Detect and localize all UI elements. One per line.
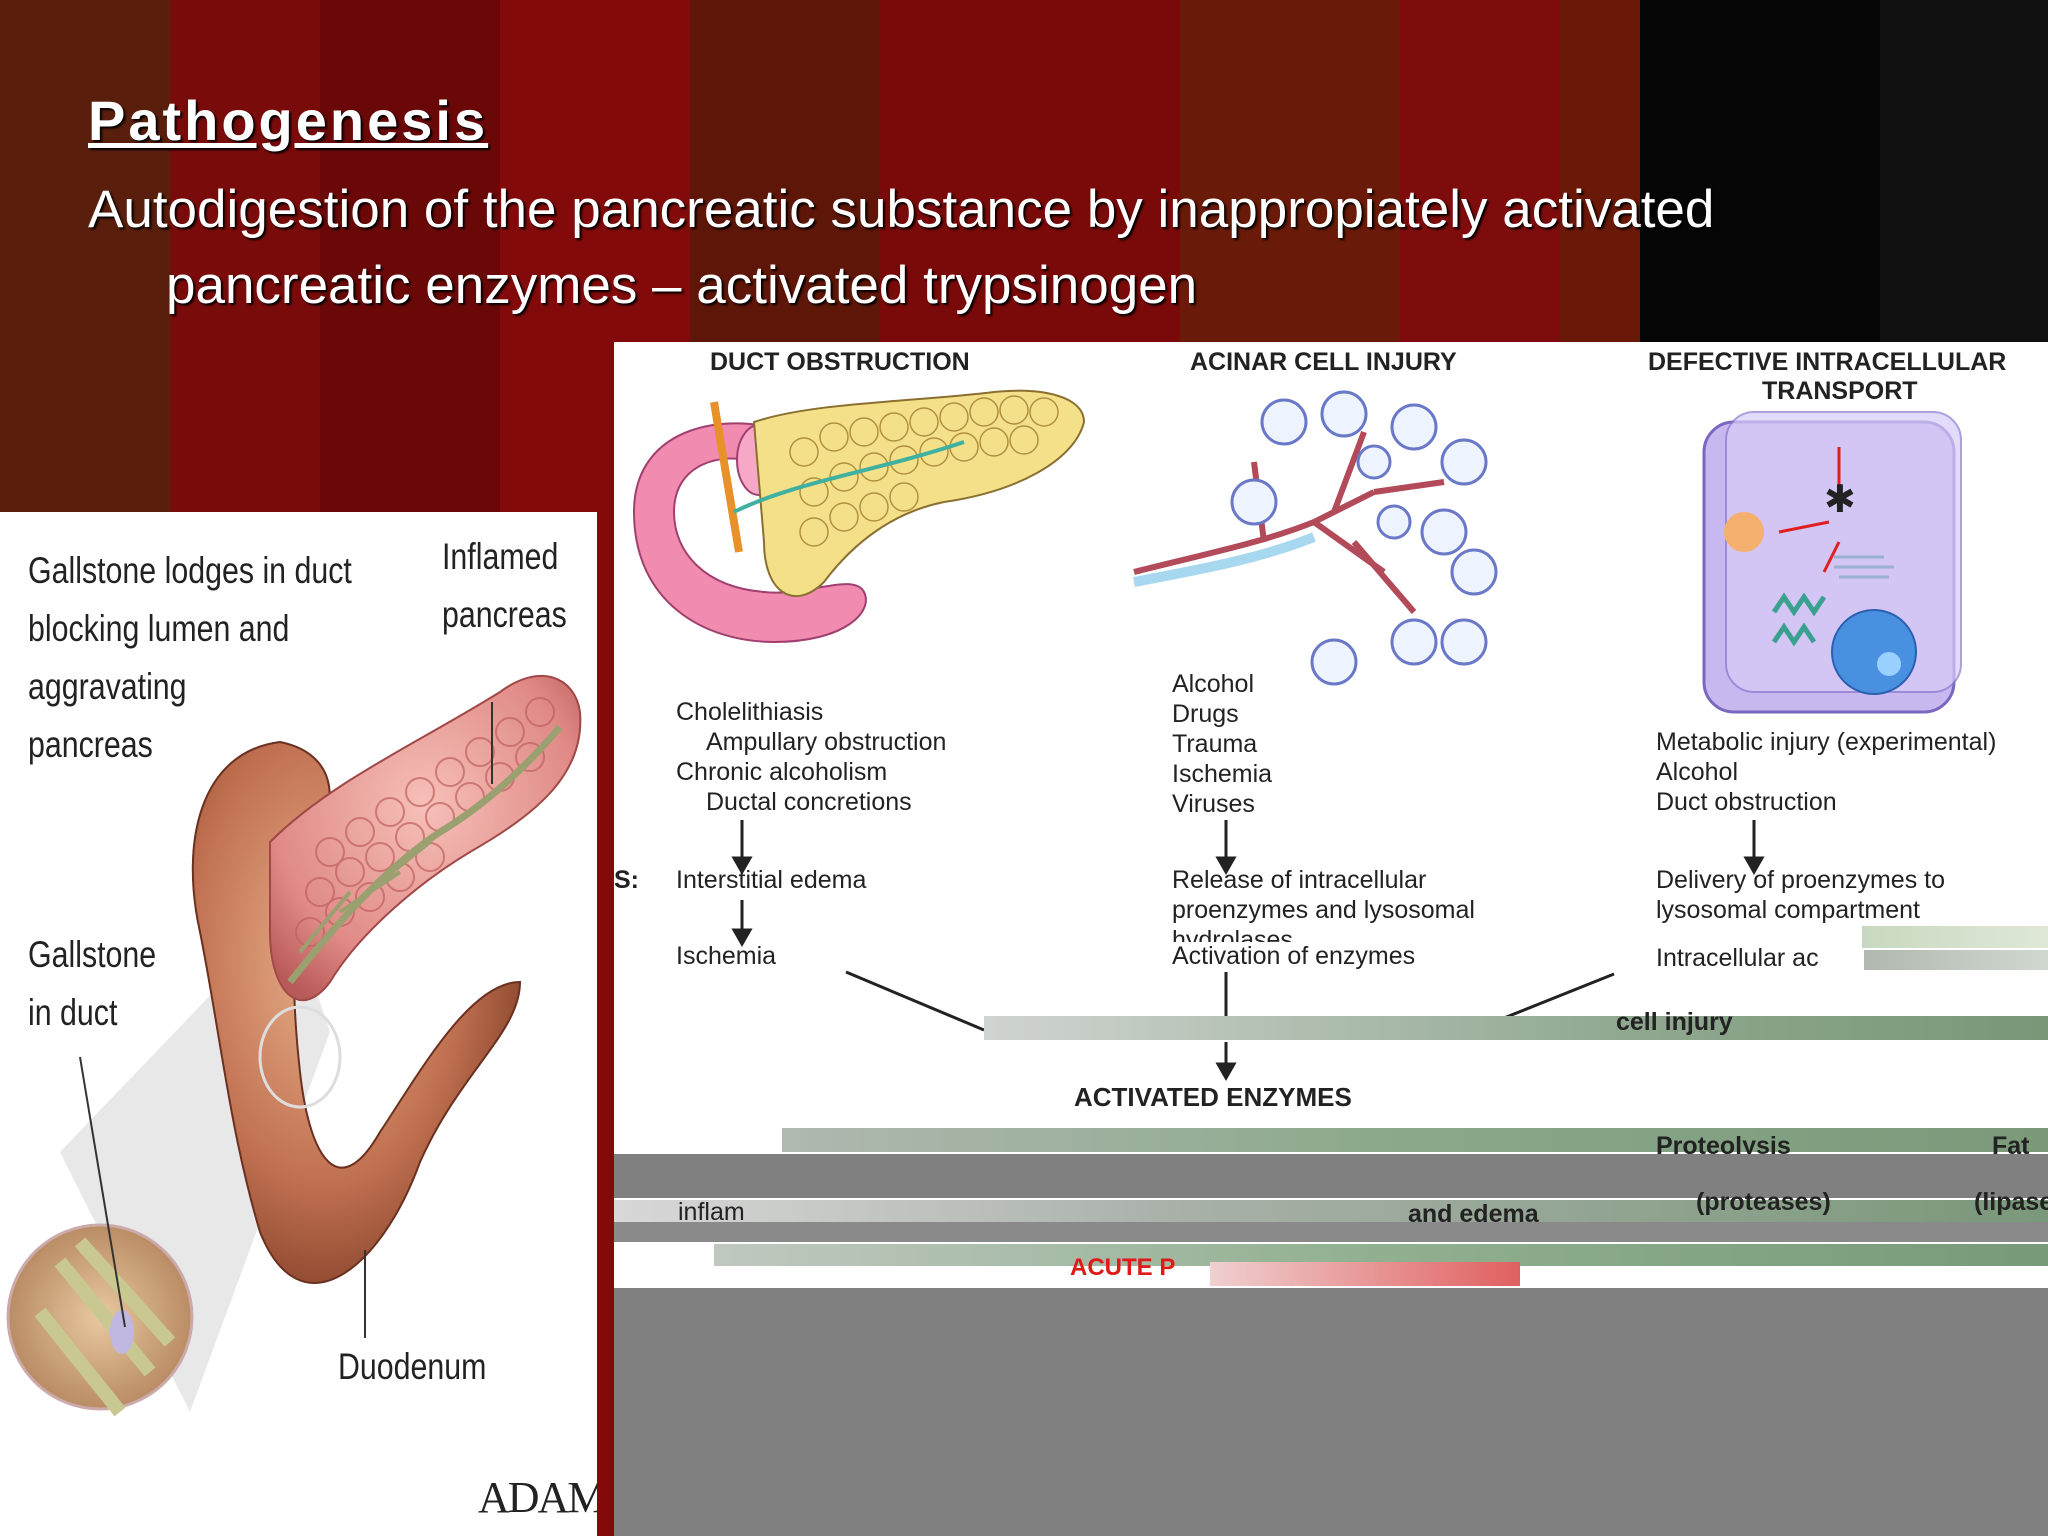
duct-step-ischemia: Ischemia bbox=[676, 942, 777, 970]
acinar-step-activation: Activation of enzymes bbox=[1172, 942, 1416, 971]
inflam-fragment: inflam bbox=[678, 1198, 745, 1226]
side-fragment: S: bbox=[614, 866, 639, 894]
glitch-band bbox=[614, 1222, 2048, 1242]
acinar-step-release-1: Release of intracellular bbox=[1172, 866, 1427, 894]
slide-body-text: Autodigestion of the pancreatic substanc… bbox=[88, 180, 1715, 315]
duct-step-edema: Interstitial edema bbox=[676, 866, 867, 894]
cell-injury-fragment: cell injury bbox=[1616, 1008, 1733, 1036]
glitch-band bbox=[1864, 950, 2048, 970]
label-gallstone-lodges: Gallstone lodges in duct blocking lumen … bbox=[28, 550, 352, 765]
acinar-cause-2: Drugs bbox=[1172, 700, 1239, 728]
glitch-band bbox=[782, 1128, 2048, 1152]
glitch-band bbox=[714, 1244, 2048, 1266]
glitch-band bbox=[1862, 926, 2048, 948]
transport-cause-1: Metabolic injury (experimental) bbox=[1656, 728, 1997, 756]
label-duodenum: Duodenum bbox=[338, 1346, 487, 1387]
label-inflamed-pancreas: Inflamed pancreas bbox=[442, 536, 567, 635]
transport-step-activation: Intracellular ac bbox=[1656, 944, 1819, 972]
activated-enzymes-label: ACTIVATED ENZYMES bbox=[1074, 1082, 1352, 1112]
acinar-step-release-2: proenzymes and lysosomal bbox=[1172, 896, 1475, 924]
heading-defective-transport-1: DEFECTIVE INTRACELLULAR bbox=[1648, 348, 2007, 376]
acinar-cause-3: Trauma bbox=[1172, 730, 1258, 758]
duct-cause-2: Ampullary obstruction bbox=[706, 728, 947, 756]
proteases-fragment: (proteases) bbox=[1696, 1188, 1831, 1216]
heading-duct-obstruction: DUCT OBSTRUCTION bbox=[710, 348, 970, 376]
glitch-band bbox=[614, 1200, 2048, 1222]
acinar-cause-5: Viruses bbox=[1172, 790, 1255, 818]
transport-cause-2: Alcohol bbox=[1656, 758, 1738, 786]
transport-cause-3: Duct obstruction bbox=[1656, 788, 1837, 816]
acinar-cell-drawing bbox=[1133, 390, 1498, 686]
heading-defective-transport-2: TRANSPORT bbox=[1762, 377, 1918, 405]
adam-logo: ADAM. bbox=[478, 1473, 597, 1522]
duct-cause-3: Chronic alcoholism bbox=[676, 758, 888, 786]
acute-pancreatitis-fragment: ACUTE P bbox=[1070, 1254, 1176, 1281]
acinar-cause-4: Ischemia bbox=[1172, 760, 1273, 788]
label-gallstone-in-duct: Gallstone in duct bbox=[28, 934, 157, 1033]
duct-cause-4: Ductal concretions bbox=[706, 788, 912, 816]
svg-text:✱: ✱ bbox=[1824, 479, 1856, 521]
transport-cell-drawing: ✱ bbox=[1702, 411, 1962, 714]
diagram-graphics: ✱ bbox=[632, 389, 1962, 1082]
pancreas-drawing bbox=[6, 675, 582, 1417]
slide-title: Pathogenesis bbox=[88, 89, 489, 152]
duct-cause-1: Cholelithiasis bbox=[676, 698, 824, 726]
glitch-band bbox=[1210, 1262, 1520, 1286]
transport-step-delivery-2: lysosomal compartment bbox=[1656, 896, 1920, 924]
pathogenesis-flow-diagram: ✱ DUCT OBSTRUCTION ACINAR CELL INJURY DE… bbox=[614, 342, 2048, 1536]
glitch-band bbox=[984, 1016, 2048, 1040]
heading-acinar-cell-injury: ACINAR CELL INJURY bbox=[1190, 348, 1457, 376]
transport-step-delivery-1: Delivery of proenzymes to bbox=[1656, 866, 1946, 894]
lipase-fragment: (lipase bbox=[1974, 1188, 2048, 1216]
pancreas-illustration: Gallstone lodges in duct blocking lumen … bbox=[0, 512, 597, 1536]
acinar-cause-1: Alcohol bbox=[1172, 670, 1254, 698]
duct-obstruction-drawing bbox=[632, 389, 1086, 644]
glitch-band bbox=[614, 1154, 2048, 1198]
